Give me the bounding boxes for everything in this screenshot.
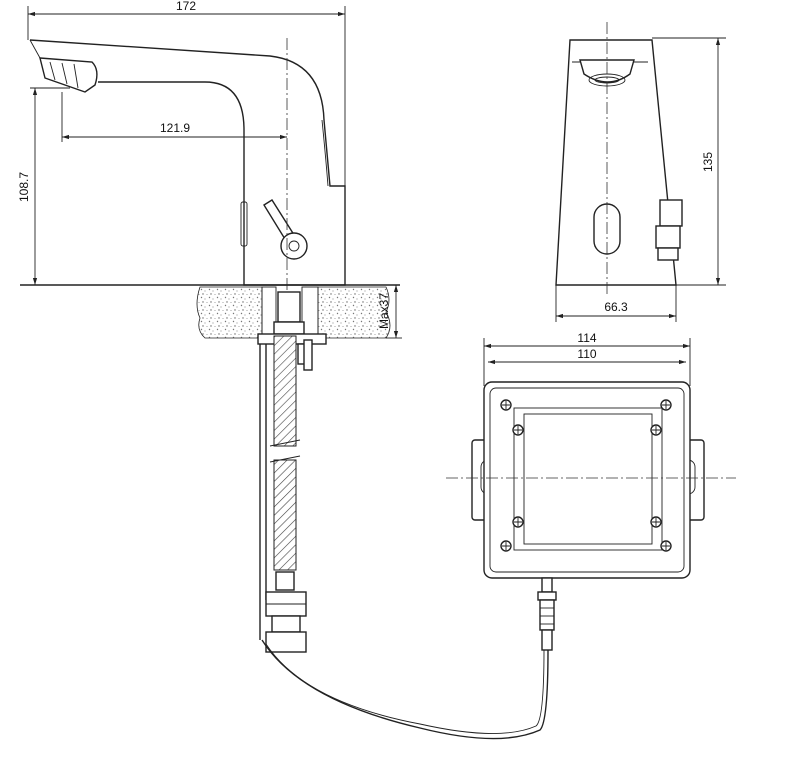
box-inner-width-label: 110 (577, 347, 596, 361)
box-outer-width-label: 114 (577, 331, 596, 345)
overall-length-label: 172 (176, 0, 196, 13)
spout-height-label: 108.7 (17, 172, 31, 202)
control-box-cover (513, 407, 663, 551)
base-width-dimension: 66.3 (555, 285, 677, 322)
deck-thickness-label: Max37 (377, 293, 391, 329)
sensor-cable (261, 639, 549, 740)
deck-stone-section (196, 286, 391, 339)
cable-connector (537, 577, 557, 651)
box-inner-width-dimension: 110 (488, 347, 686, 365)
front-height-dimension: 135 (652, 37, 726, 286)
box-outer-width-dimension: 114 (483, 331, 691, 386)
control-box-outer (483, 381, 691, 579)
control-box-view: 114 110 (446, 331, 736, 651)
spout-reach-dimension: 121.9 (61, 92, 287, 142)
spout-reach-label: 121.9 (160, 121, 190, 135)
aerator (39, 57, 98, 93)
side-view: 172 121.9 108.7 (17, 0, 549, 740)
front-view: 135 66.3 (555, 22, 726, 322)
spout-height-dimension: 108.7 (17, 87, 70, 285)
deck-thickness-dimension: Max37 (377, 285, 402, 339)
front-lever (655, 199, 683, 261)
braided-supply-hose (259, 335, 307, 653)
mounting-screws (500, 399, 672, 552)
base-width-label: 66.3 (604, 300, 628, 314)
front-height-label: 135 (701, 152, 715, 172)
lever-handle (263, 199, 308, 260)
faucet-body (29, 39, 346, 286)
